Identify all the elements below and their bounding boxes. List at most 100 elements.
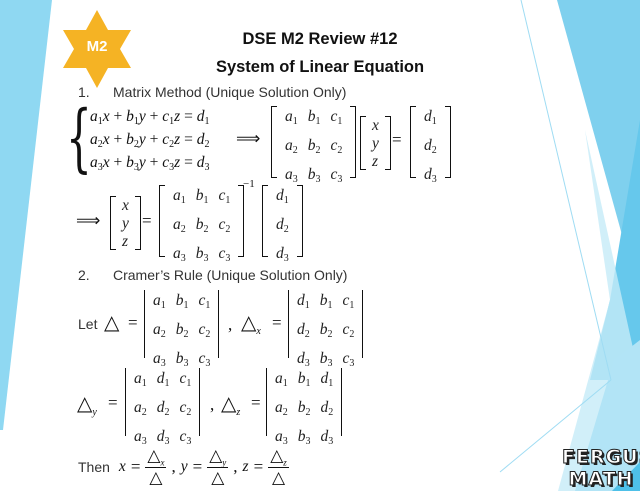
delta-subscript: z bbox=[283, 457, 287, 468]
equals-dx: = bbox=[272, 313, 282, 332]
equals-dz: = bbox=[251, 393, 261, 412]
matrix-cell: c2 bbox=[330, 137, 343, 156]
matrix-cell: b3 bbox=[319, 350, 333, 369]
delta-subscript: x bbox=[160, 457, 165, 468]
matrix-cell: a3 bbox=[134, 428, 147, 447]
right-bracket bbox=[218, 290, 220, 358]
left-bracket bbox=[144, 290, 145, 358]
matrix-cell: d3 bbox=[320, 428, 334, 447]
matrix-cell: d1 bbox=[424, 108, 437, 127]
matrix-cell: z bbox=[122, 232, 129, 250]
section1-number: 1. bbox=[78, 84, 90, 100]
left-bracket bbox=[262, 185, 268, 257]
equals: = bbox=[253, 457, 264, 477]
var-x: x bbox=[118, 458, 126, 476]
comma: , bbox=[171, 457, 176, 477]
var-z: z bbox=[242, 458, 249, 476]
matrix-cell: d2 bbox=[424, 137, 437, 156]
matrix-cell: b2 bbox=[319, 321, 333, 340]
matrix-cell: d1 bbox=[297, 292, 310, 311]
numerator: △y bbox=[207, 446, 229, 469]
left-bracket bbox=[266, 368, 267, 436]
matrix-cell: c3 bbox=[198, 350, 211, 369]
matrix-cell: a1 bbox=[275, 370, 288, 389]
matrix-cell: c1 bbox=[330, 108, 343, 127]
right-bracket bbox=[134, 196, 141, 250]
matrix-cell: a1 bbox=[153, 292, 166, 311]
delta-symbol: △ bbox=[209, 446, 223, 466]
matrix-cell: c1 bbox=[342, 292, 355, 311]
matrix-cell: d1 bbox=[320, 370, 334, 389]
bottom-right-shape bbox=[575, 340, 640, 491]
right-bracket bbox=[341, 368, 343, 436]
left-bracket bbox=[110, 196, 116, 250]
right-bracket bbox=[296, 185, 303, 257]
inverse-exponent: −1 bbox=[243, 178, 255, 190]
delta-symbol: △ bbox=[77, 391, 93, 415]
matrix-cell: a2 bbox=[285, 137, 298, 156]
fraction-z: △z△ bbox=[268, 446, 289, 488]
matrix-cell: a2 bbox=[153, 321, 166, 340]
thin-line-2 bbox=[499, 379, 612, 473]
matrix-cell: d2 bbox=[320, 399, 334, 418]
m2-badge: M2 bbox=[62, 8, 132, 90]
delta-subscript: x bbox=[256, 326, 261, 337]
page-subtitle: System of Linear Equation bbox=[215, 58, 425, 76]
matrix-cell: c2 bbox=[218, 216, 231, 235]
matrix-cell: c2 bbox=[198, 321, 211, 340]
matrix-cell: d3 bbox=[156, 428, 170, 447]
badge-label: M2 bbox=[86, 38, 108, 55]
matrix-cell: a2 bbox=[275, 399, 288, 418]
matrix-cell: b2 bbox=[297, 399, 311, 418]
page-title: DSE M2 Review #12 bbox=[242, 30, 398, 48]
delta-x-symbol: △x bbox=[241, 310, 261, 337]
matrix-cell: a1 bbox=[173, 187, 186, 206]
delta-symbol: △ bbox=[104, 310, 120, 334]
left-blue-strip bbox=[0, 0, 52, 430]
delta-subscript: z bbox=[236, 407, 241, 418]
left-bracket bbox=[271, 106, 277, 178]
cramer-solution: Then x = △x△ , y = △y△ , z = △z△ bbox=[78, 446, 289, 488]
bottom-right-dark bbox=[612, 462, 640, 491]
implies-arrow-2: ⟹ bbox=[76, 211, 101, 230]
denominator: △ bbox=[271, 468, 286, 489]
equals-sign-2: = bbox=[142, 211, 152, 230]
matrix-cell: b1 bbox=[297, 370, 311, 389]
matrix-cell: d2 bbox=[276, 216, 289, 235]
delta-symbol: △ bbox=[241, 310, 257, 334]
left-brace: { bbox=[66, 95, 92, 181]
matrix-cell: a3 bbox=[285, 166, 298, 185]
matrix-cell: d1 bbox=[276, 187, 289, 206]
left-bracket bbox=[125, 368, 126, 436]
delta-y-symbol: △y bbox=[77, 391, 97, 418]
denominator: △ bbox=[149, 468, 163, 489]
matrix-cell: c1 bbox=[179, 370, 192, 389]
matrix-cell: c3 bbox=[218, 245, 231, 264]
left-bracket bbox=[410, 106, 416, 178]
right-bracket bbox=[362, 290, 364, 358]
denominator: △ bbox=[211, 468, 225, 489]
matrix-cell: b2 bbox=[175, 321, 189, 340]
equals: = bbox=[192, 457, 203, 477]
matrix-cell: b2 bbox=[195, 216, 209, 235]
matrix-cell: c3 bbox=[342, 350, 355, 369]
then-label: Then bbox=[78, 459, 110, 476]
matrix-cell: b1 bbox=[195, 187, 209, 206]
left-bracket bbox=[360, 116, 366, 170]
fraction-x: △x△ bbox=[145, 446, 167, 489]
comma-2: , bbox=[210, 395, 215, 414]
matrix-cell: b3 bbox=[297, 428, 311, 447]
equation-1: a1x + b1y + c1z = d1 bbox=[90, 108, 210, 127]
delta-subscript: y bbox=[222, 457, 227, 468]
equation-2: a2x + b2y + c2z = d2 bbox=[90, 131, 210, 150]
matrix-cell: b2 bbox=[307, 137, 321, 156]
section1-heading: Matrix Method (Unique Solution Only) bbox=[113, 84, 347, 100]
delta-subscript: y bbox=[92, 407, 97, 418]
matrix-cell: b1 bbox=[319, 292, 333, 311]
matrix-cell: a2 bbox=[134, 399, 147, 418]
section2-number: 2. bbox=[78, 267, 90, 283]
